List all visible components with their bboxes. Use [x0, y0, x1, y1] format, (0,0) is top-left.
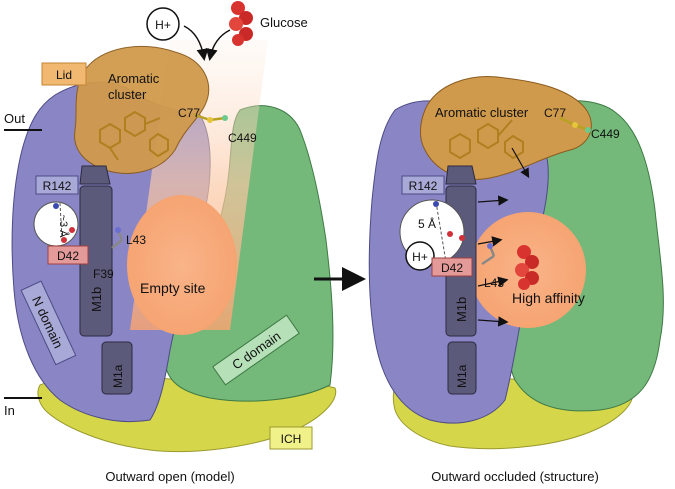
left-aromatic-label-2: cluster — [108, 87, 147, 102]
right-high-affinity-label: High affinity — [512, 290, 585, 306]
right-m1b-label: M1b — [454, 297, 469, 322]
right-r142-box — [401, 175, 445, 195]
left-f39-label: F39 — [93, 267, 114, 281]
left-m1a-label: M1a — [111, 364, 125, 388]
top-inputs: H+ Glucose — [146, 1, 308, 61]
left-lid-label: Lid — [56, 68, 72, 82]
left-aromatic-sticks — [99, 110, 169, 161]
right-helix-cap — [445, 165, 477, 185]
right-helix-arrows — [477, 195, 509, 327]
right-d42-label: D42 — [441, 261, 463, 275]
ich-label: ICH — [281, 432, 302, 446]
left-distance-label: ~3 Å — [57, 215, 70, 239]
right-panel: Aromatic cluster C77 C449 M1b M1a R142 5… — [368, 76, 664, 484]
left-c77-label: C77 — [178, 106, 200, 120]
right-caption: Outward occluded (structure) — [431, 469, 599, 484]
left-lid-box — [41, 62, 87, 86]
left-helix-cap — [79, 165, 111, 185]
left-n-domain-box — [20, 280, 77, 366]
right-m1a-helix — [447, 341, 477, 395]
left-lid-shape — [74, 46, 210, 174]
in-label: In — [4, 403, 15, 418]
left-c-domain-box — [212, 314, 300, 386]
left-r142-box — [35, 175, 79, 195]
left-empty-site — [127, 195, 237, 335]
left-panel: Lid Aromatic cluster C77 C449 Out In M1b… — [4, 40, 337, 484]
out-label: Out — [4, 111, 25, 126]
right-aromatic-sticks — [449, 119, 524, 160]
left-r142-label: R142 — [43, 179, 72, 193]
left-aromatic-label-1: Aromatic — [108, 71, 160, 86]
right-c449-label: C449 — [591, 127, 620, 141]
glucose-molecule-icon — [229, 1, 253, 46]
right-c77-label: C77 — [544, 106, 566, 120]
right-proton-circle — [405, 241, 435, 271]
top-glucose-label: Glucose — [260, 15, 308, 30]
left-l43-label: L43 — [126, 233, 146, 247]
left-d42-label: D42 — [57, 249, 79, 263]
top-proton-circle — [146, 7, 180, 41]
right-m1a-label: M1a — [455, 364, 469, 388]
right-aromatic-label: Aromatic cluster — [435, 105, 529, 120]
right-proton-label: H+ — [412, 250, 428, 264]
ich-box — [269, 426, 313, 450]
left-caption: Outward open (model) — [105, 469, 234, 484]
left-m1a-helix — [101, 341, 133, 395]
right-d42-box — [431, 257, 473, 277]
right-distance-label: 5 Å — [418, 216, 436, 231]
right-l43-label: L43 — [484, 276, 504, 290]
top-proton-label: H+ — [155, 18, 171, 32]
right-bound-glucose-icon — [515, 245, 539, 290]
left-c449-label: C449 — [228, 131, 257, 145]
left-d42-box — [47, 245, 89, 265]
right-r142-label: R142 — [409, 179, 438, 193]
left-m1b-label: M1b — [89, 287, 104, 312]
left-empty-site-label: Empty site — [140, 280, 206, 296]
